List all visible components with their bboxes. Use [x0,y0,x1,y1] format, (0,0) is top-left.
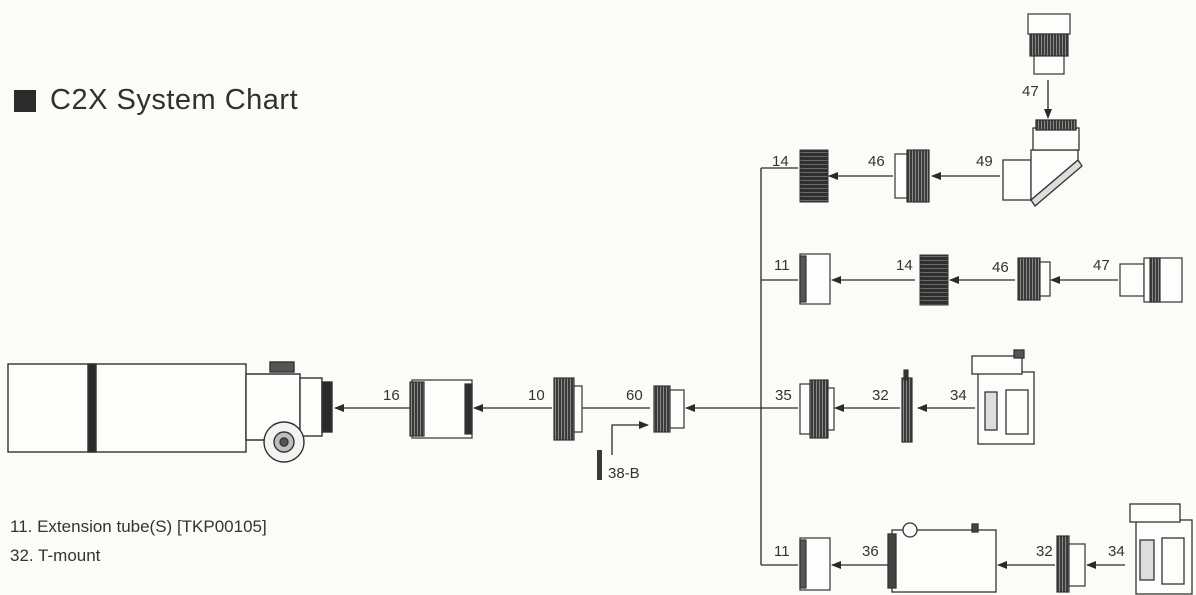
label-46-row2: 46 [992,259,1009,276]
label-60: 60 [626,387,643,404]
part-49-diagonal [1002,119,1083,207]
part-34-camera-row4 [1129,503,1193,595]
label-34-row3: 34 [950,387,967,404]
part-47-eyepiece-top [1027,13,1071,75]
part-38b-spacer [597,450,602,480]
label-11-row4: 11 [774,543,790,560]
label-11-row2: 11 [774,257,790,274]
part-14-row1 [799,149,829,203]
title-square-icon [14,89,36,112]
legend-item: 32. T-mount [10,546,101,565]
part-34-camera-row3 [971,349,1035,445]
label-16: 16 [383,387,400,404]
part-10-adapter [553,377,583,441]
part-47-eyepiece-row2 [1119,257,1183,303]
part-60-adapter [653,385,685,433]
part-46-row2 [1017,257,1051,301]
label-10: 10 [528,387,545,404]
label-46-row1: 46 [868,153,885,170]
label-49: 49 [976,153,993,170]
label-38b: 38-B [608,465,640,482]
label-34-row4: 34 [1108,543,1125,560]
part-32-tmount-row4 [1056,535,1086,593]
chart-title-text: C2X System Chart [50,84,299,116]
part-16-adapter [409,379,473,439]
label-36: 36 [862,543,879,560]
telescope-tube [7,361,333,463]
part-36-camera-body [887,522,997,593]
part-46-row1 [894,149,930,203]
label-35: 35 [775,387,792,404]
label-14-row1: 14 [772,153,789,170]
part-32-tmount-row3 [901,369,913,443]
label-14-row2: 14 [896,257,913,274]
part-14-row2 [919,254,949,306]
part-11-row2 [799,253,831,305]
label-47-top: 47 [1022,83,1039,100]
label-32-row3: 32 [872,387,889,404]
parts-legend: 11. Extension tube(S) [TKP00105] 32. T-m… [10,512,267,570]
label-32-row4: 32 [1036,543,1053,560]
part-11-row4 [799,537,831,591]
chart-title: C2X System Chart [14,84,298,117]
part-35-adapter [799,379,835,439]
label-47-row2: 47 [1093,257,1110,274]
legend-item: 11. Extension tube(S) [TKP00105] [10,517,267,536]
